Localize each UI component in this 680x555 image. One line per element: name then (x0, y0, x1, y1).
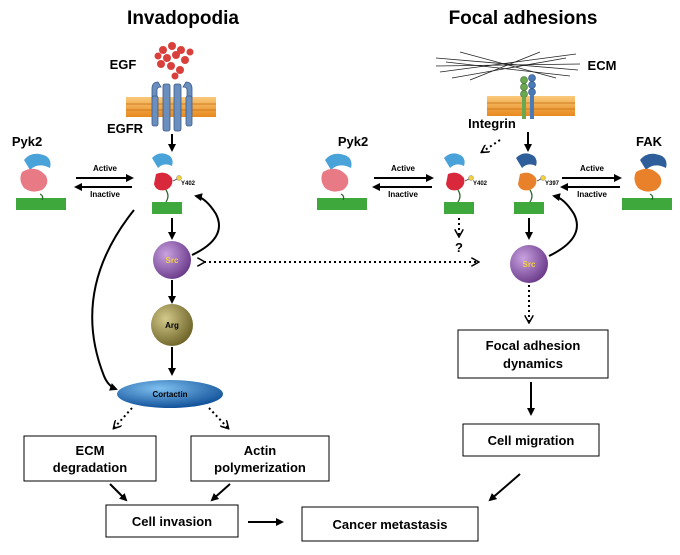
pyk2-left-label: Pyk2 (12, 134, 42, 149)
ecm-degradation-line1: ECM (76, 443, 105, 458)
right-active-label-left: Active (391, 164, 416, 173)
ecm-to-invasion-arrow (109, 483, 128, 502)
pyk2-right-active-icon (444, 153, 474, 214)
src-label-left: Src (166, 256, 179, 265)
left-inactive-label: Inactive (90, 190, 120, 199)
actin-polymerization-line2: polymerization (214, 460, 306, 475)
actin-polymerization-box (190, 435, 330, 482)
unknown-question-mark: ? (455, 240, 463, 255)
right-active-label-right: Active (580, 164, 605, 173)
src-feedback-arrow-right (548, 193, 578, 257)
y397-label: Y397 (545, 181, 560, 187)
cell-membrane-left (126, 97, 216, 117)
cortactin-to-actin-dotted-arrow (208, 407, 228, 428)
fa-dynamics-line2: dynamics (503, 356, 563, 371)
integrin-to-pyk2-dotted-arrow (482, 139, 501, 152)
cortactin-to-ecm-dotted-arrow (114, 407, 133, 428)
egf-label: EGF (110, 57, 137, 72)
egf-cluster-icon (154, 42, 194, 80)
right-y402-label: Y402 (473, 181, 488, 187)
cell-invasion-box (105, 504, 239, 538)
left-y402-label: Y402 (181, 181, 196, 187)
ecm-fibers-icon (435, 51, 581, 81)
right-inactive-label-right: Inactive (577, 190, 607, 199)
ecm-degradation-line2: degradation (53, 460, 127, 475)
src-node-right (510, 245, 548, 283)
actin-polymerization-line1: Actin (244, 443, 277, 458)
src-label-right: Src (523, 260, 536, 269)
fa-dynamics-line1: Focal adhesion (486, 338, 581, 353)
cortactin-label: Cortactin (152, 390, 187, 399)
pyk2-inactive-icon (16, 153, 66, 210)
fak-inactive-icon (622, 153, 672, 210)
src-feedback-arrow-left (191, 193, 220, 256)
right-inactive-label-left: Inactive (388, 190, 418, 199)
egfr-label: EGFR (107, 121, 144, 136)
actin-to-invasion-arrow (210, 483, 231, 502)
pyk2-to-cortactin-arrow (91, 209, 135, 391)
integrin-icon (520, 74, 536, 119)
title-invadopodia: Invadopodia (127, 8, 239, 29)
migration-to-metastasis-arrow (488, 473, 521, 502)
left-active-label: Active (93, 164, 118, 173)
pyk2-right-inactive-icon (317, 153, 367, 210)
arg-node (151, 304, 193, 346)
arg-label: Arg (165, 321, 179, 330)
pyk2-active-icon (152, 153, 182, 214)
cell-migration-box (462, 423, 600, 457)
ecm-degradation-box (23, 435, 157, 482)
cancer-metastasis-box (301, 506, 479, 542)
src-node-left (153, 241, 191, 279)
fak-active-icon (514, 153, 546, 214)
pyk2-right-label: Pyk2 (338, 134, 368, 149)
cell-invasion-label: Cell invasion (132, 514, 212, 529)
cell-migration-label: Cell migration (488, 433, 575, 448)
cortactin-node (117, 380, 223, 408)
focal-adhesion-dynamics-box (457, 329, 609, 379)
ecm-label: ECM (588, 58, 617, 73)
egfr-receptor-icon (151, 81, 193, 132)
integrin-label: Integrin (468, 116, 516, 131)
fak-label: FAK (636, 134, 663, 149)
cancer-metastasis-label: Cancer metastasis (333, 517, 448, 532)
title-focal-adhesions: Focal adhesions (449, 8, 598, 29)
